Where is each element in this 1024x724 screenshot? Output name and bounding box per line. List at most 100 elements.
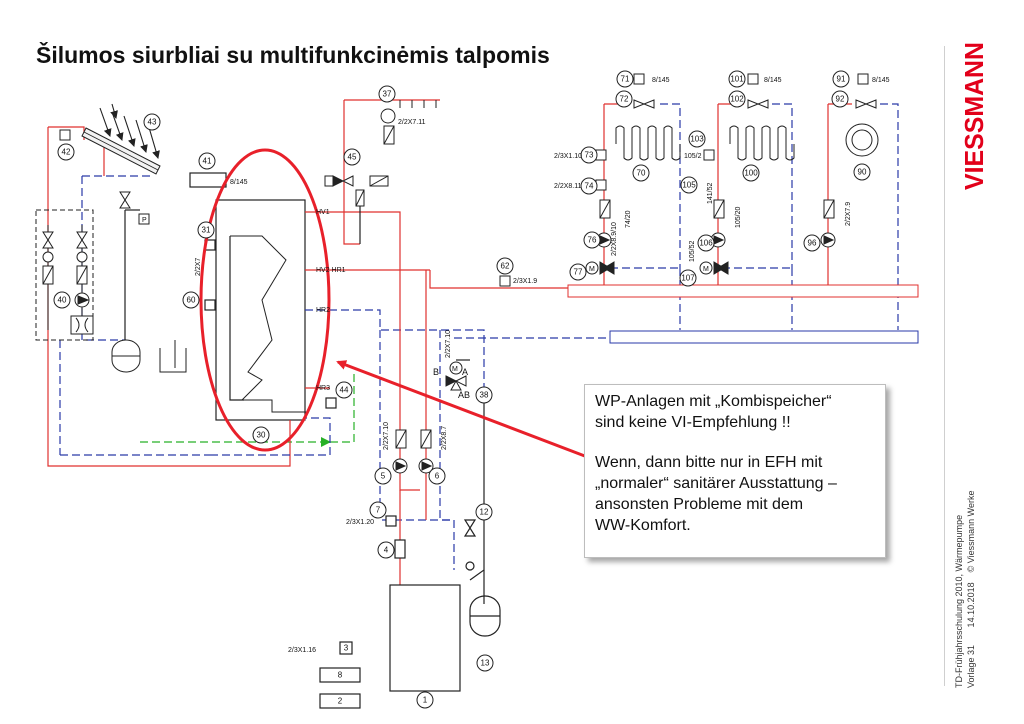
mixing-valve-38 xyxy=(445,361,467,391)
heating-circuits-lines xyxy=(603,103,899,330)
label-2x8-11: 2/2X8.11 xyxy=(554,183,582,190)
label-port-a: A xyxy=(462,367,468,377)
num-76: 76 xyxy=(588,236,597,245)
num-12: 12 xyxy=(480,508,489,517)
label-3x1-16: 2/3X1.16 xyxy=(288,647,316,654)
radiator-70 xyxy=(615,125,681,161)
distribution-manifolds xyxy=(567,284,919,344)
highlight-ellipse xyxy=(199,148,331,452)
num-5: 5 xyxy=(381,472,386,481)
highlight-arrow xyxy=(336,360,591,460)
label-2x7-10-pump5: 2/2X7.10 xyxy=(383,422,390,450)
label-8-145-c1: 8/145 xyxy=(652,77,670,84)
label-2x7-11: 2/2X7.11 xyxy=(398,119,426,126)
label-hv1: HV1 xyxy=(316,209,330,216)
callout-line-2: sind keine VI-Empfehlung !! xyxy=(595,414,791,431)
num-4: 4 xyxy=(384,546,389,555)
label-3x1-20: 2/3X1.20 xyxy=(346,519,374,526)
num-44: 44 xyxy=(340,386,349,395)
num-70: 70 xyxy=(637,169,646,178)
top-valves xyxy=(324,100,437,207)
label-2x7-storage: 2/2X7 xyxy=(195,258,202,276)
label-105-20: 105/20 xyxy=(735,206,742,228)
num-77: 77 xyxy=(574,268,583,277)
circuit-components xyxy=(585,73,877,275)
num-40: 40 xyxy=(58,296,67,305)
num-91: 91 xyxy=(837,75,846,84)
pumps-5-6 xyxy=(392,429,434,474)
label-3x1-10: 2/3X1.10 xyxy=(554,153,582,160)
num-37: 37 xyxy=(383,90,392,99)
num-13: 13 xyxy=(481,659,490,668)
brand-text: VIESSMANN xyxy=(962,42,989,190)
num-72: 72 xyxy=(620,95,629,104)
label-m-77: M xyxy=(589,266,595,273)
label-m-mixer: M xyxy=(452,366,458,373)
label-2x8-9-10: 2/2X8.9/10 xyxy=(611,222,618,256)
num-30: 30 xyxy=(257,431,266,440)
sensor-62 xyxy=(499,275,511,287)
label-2x8-7: 2/2X8.7 xyxy=(441,426,448,450)
num-45: 45 xyxy=(348,153,357,162)
label-p: P xyxy=(142,217,147,224)
radiator-100 xyxy=(729,125,795,161)
num-60: 60 xyxy=(187,296,196,305)
callout-line-6: WW-Komfort. xyxy=(595,517,691,534)
num-106: 106 xyxy=(699,239,713,248)
heater-90 xyxy=(845,123,879,157)
warning-callout: WP-Anlagen mit „Kombispeicher“ sind kein… xyxy=(584,384,886,558)
num-105: 105 xyxy=(682,181,696,190)
num-42: 42 xyxy=(62,148,71,157)
label-141-52: 141/52 xyxy=(707,182,714,204)
footer-copyright: © Viessmann Werke xyxy=(966,490,976,573)
solar-collector xyxy=(81,103,161,175)
num-102: 102 xyxy=(730,95,744,104)
footer-line2: Vorlage 31 14.10.2018 © Viessmann Werke xyxy=(966,491,976,688)
solar-station xyxy=(35,209,94,341)
label-m-107: M xyxy=(703,266,709,273)
num-7: 7 xyxy=(376,506,381,515)
num-100: 100 xyxy=(744,169,758,178)
footer-date: 14.10.2018 xyxy=(966,582,976,628)
storage-connections xyxy=(210,99,485,467)
num-71: 71 xyxy=(621,75,630,84)
label-port-b: B xyxy=(433,367,439,377)
label-hv2-hr1: HV2 HR1 xyxy=(316,267,346,274)
combi-storage-tank xyxy=(189,172,337,421)
num-92: 92 xyxy=(836,95,845,104)
num-96: 96 xyxy=(808,239,817,248)
num-107: 107 xyxy=(681,274,695,283)
viessmann-logo: VIESSMANN xyxy=(962,42,989,190)
num-103: 103 xyxy=(690,135,704,144)
label-105-2: 105/2 xyxy=(684,153,702,160)
callout-line-1: WP-Anlagen mit „Kombispeicher“ xyxy=(595,393,832,410)
label-2x7-10-mixer: 2/2X7.10 xyxy=(445,330,452,358)
footer-divider xyxy=(944,46,945,686)
label-105-52: 105/52 xyxy=(689,240,696,262)
label-2x7-9: 2/2X7.9 xyxy=(845,202,852,226)
num-41: 41 xyxy=(203,157,212,166)
label-hr2: HR2 xyxy=(316,307,330,314)
num-43: 43 xyxy=(148,118,157,127)
num-62: 62 xyxy=(501,262,510,271)
num-6: 6 xyxy=(435,472,440,481)
expansion-vessel-solar xyxy=(111,339,187,373)
footer-line1: TD-Frühjahrsschulung 2010, Wärmepumpe xyxy=(954,514,964,688)
callout-line-4: „normaler“ sanitärer Ausstattung – xyxy=(595,475,837,492)
footer-slide-number: Vorlage 31 xyxy=(966,644,976,688)
callout-line-5: ansonsten Probleme mit dem xyxy=(595,496,804,513)
num-101: 101 xyxy=(730,75,744,84)
label-74-20: 74/20 xyxy=(625,210,632,228)
label-hr3: HR3 xyxy=(316,385,330,392)
slide-title: Šilumos siurbliai su multifunkcinėmis ta… xyxy=(36,42,550,68)
label-3x1-9: 2/3X1.9 xyxy=(513,278,537,285)
solar-safety-valve xyxy=(119,191,150,225)
label-8-145-c2: 8/145 xyxy=(764,77,782,84)
label-8-145-c3: 8/145 xyxy=(872,77,890,84)
callout-line-3: Wenn, dann bitte nur in EFH mit xyxy=(595,454,823,471)
num-74: 74 xyxy=(585,182,594,191)
label-port-ab: AB xyxy=(458,390,470,400)
num-2: 2 xyxy=(338,697,343,706)
num-73: 73 xyxy=(585,151,594,160)
num-38: 38 xyxy=(480,391,489,400)
